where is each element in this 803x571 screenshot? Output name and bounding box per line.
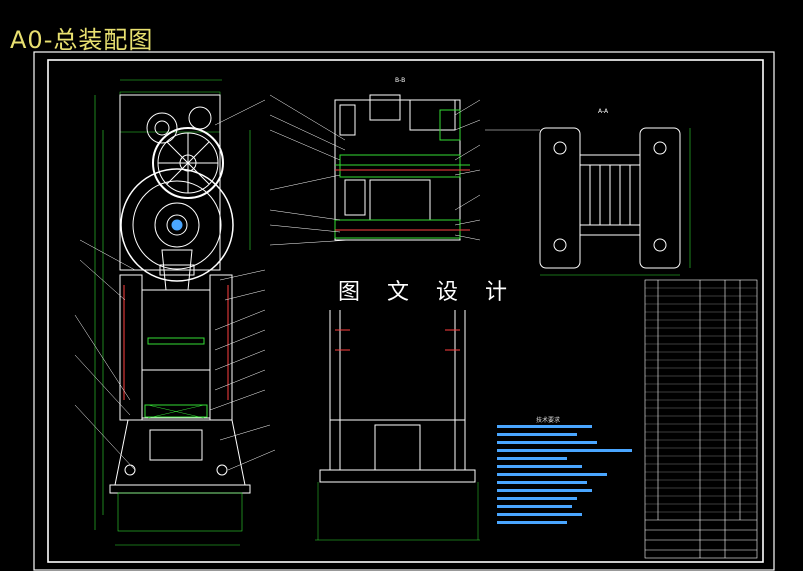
inner-frame bbox=[47, 59, 764, 563]
side-view bbox=[315, 310, 480, 541]
drawing-title: A0-总装配图 bbox=[10, 26, 154, 54]
front-view bbox=[74, 79, 276, 546]
section-a-view bbox=[539, 127, 691, 276]
section-b-view bbox=[269, 94, 540, 246]
tech-notes bbox=[497, 425, 632, 524]
outer-frame bbox=[33, 51, 775, 571]
section-b-label: B-B bbox=[395, 77, 405, 84]
section-a-label: A-A bbox=[598, 108, 609, 115]
parts-list-table bbox=[644, 279, 758, 559]
watermark: 图 文 设 计 bbox=[338, 280, 517, 305]
tech-requirements-title: 技术要求 bbox=[536, 417, 561, 424]
parts-list-rows bbox=[645, 287, 757, 513]
